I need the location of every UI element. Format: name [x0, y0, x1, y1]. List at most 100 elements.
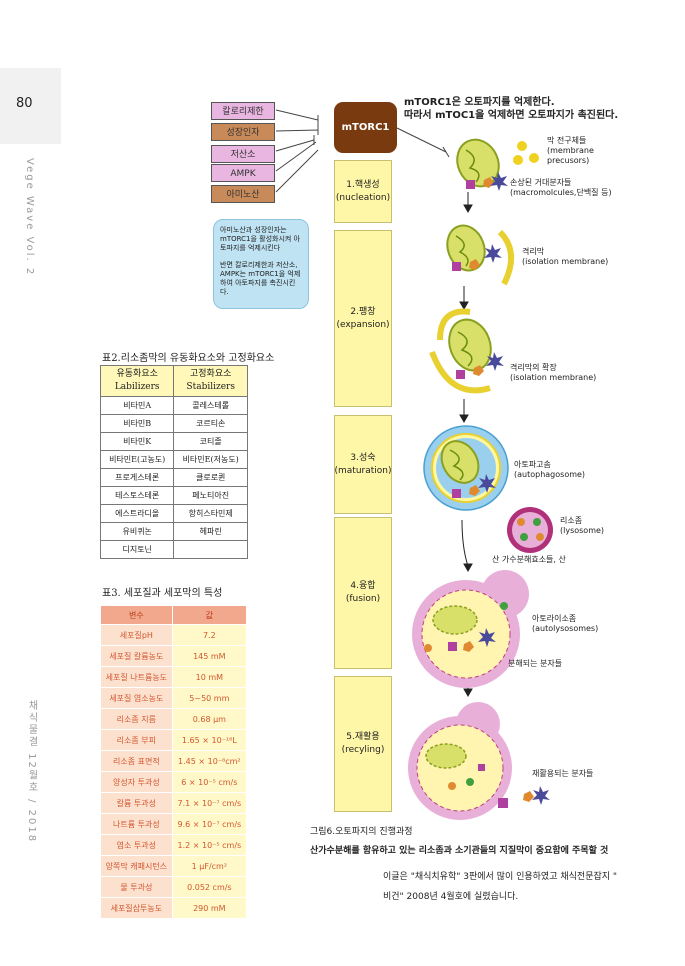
label-autolysosome: 아토라이소좀 (autolysosomes) — [532, 614, 599, 633]
note-box: 아미노산과 성장인자는 mTORC1을 활성화시켜 아토파지를 억제시킨다 반면… — [213, 219, 309, 309]
figure-caption-title: 그림6.오토파지의 진행과정 — [310, 827, 413, 837]
table-cell: 염소 투과성 — [100, 834, 173, 856]
table-cell: 코티졸 — [173, 432, 248, 451]
table-cell: 0.68 μm — [171, 708, 248, 730]
table2-title: 표2.리소좀막의 유동화요소와 고정화요소 — [102, 353, 275, 364]
autophagosome-cell — [423, 425, 509, 511]
table-cell: 콜레스테롤 — [173, 396, 248, 415]
stage-name-ko: 5.재활용 — [346, 732, 380, 742]
table-cell: 리소좀 지름 — [100, 708, 173, 730]
table-cell: 세포질삼투농도 — [100, 897, 173, 919]
label-autophagosome: 아토파고솜 (autophagosome) — [514, 460, 586, 479]
table-cell: 비타민K — [99, 432, 175, 451]
table-cell: 세포질 칼륨농도 — [100, 645, 173, 667]
table-cell: 7.2 — [171, 624, 248, 646]
label-degrading: 분해되는 분자들 — [508, 659, 563, 668]
table-cell: 비타민E(저농도) — [173, 450, 248, 469]
table-cell: 디지토닌 — [99, 540, 175, 559]
page-number-tab — [0, 68, 61, 144]
table-row: 비타민E(고농도)비타민E(저농도) — [99, 450, 248, 469]
table-cell: 리소좀 표면적 — [100, 750, 173, 772]
label-precursor: 막 전구체들 (membrane precusors) — [547, 136, 594, 165]
stage-box: 2.팽창 (expansion) — [334, 230, 392, 407]
table-cell: 비타민A — [99, 396, 175, 415]
stage-box: 4.융합 (fusion) — [334, 517, 392, 669]
table-cell: 양쪽막 캐패시턴스 — [100, 855, 173, 877]
table3-header-value: 값 — [171, 605, 248, 625]
table-cell: 0.052 cm/s — [171, 876, 248, 898]
regulator-box: AMPK — [211, 164, 275, 182]
table-cell: 유비퀴논 — [99, 522, 175, 541]
table-cell: 7.1 × 10⁻⁷ cm/s — [171, 792, 248, 814]
stage-box: 1.핵생성(nucleation) — [334, 160, 392, 223]
table-cell: 9.6 × 10⁻⁷ cm/s — [171, 813, 248, 835]
headline: mTORC1은 오토파지를 억제한다. 따라서 mTOC1을 억제하면 오토파지… — [404, 96, 618, 122]
note-paragraph-1: 아미노산과 성장인자는 mTORC1을 활성화시켜 아토파지를 억제시킨다 — [220, 226, 300, 252]
label-lysosome: 리소좀 (lysosome) — [560, 516, 605, 535]
table-cell: 비타민E(고농도) — [99, 450, 175, 469]
mtorc1-box: mTORC1 — [334, 102, 397, 153]
stage-name-en: (expansion) — [336, 319, 390, 330]
table-cell: 290 mM — [171, 897, 248, 919]
stage-name-en: (recyling) — [341, 745, 385, 755]
expanded-membrane-organelle — [429, 308, 504, 394]
table-cell: 에스트라디올 — [99, 504, 175, 523]
lysosome — [507, 507, 553, 553]
stage-name-ko: 3.성숙 — [350, 452, 376, 463]
table3-title: 표3. 세포질과 세포막의 특성 — [102, 588, 223, 599]
regulator-box: 성장인자 — [211, 123, 275, 141]
headline-line-1: mTORC1은 오토파지를 억제한다. — [404, 97, 555, 108]
table-cell: 1.65 × 10⁻¹⁶L — [171, 729, 248, 751]
table3-header-variable: 변수 — [100, 605, 173, 625]
headline-line-2: 따라서 mTOC1을 억제하면 오토파지가 촉진된다. — [404, 110, 619, 121]
table-cell: 5~50 mm — [171, 687, 248, 709]
stage-name-ko: 2.팽창 — [350, 306, 376, 317]
stage-name-ko: 4.융합 — [350, 581, 376, 591]
page-number: 80 — [16, 96, 33, 111]
recycling-cell — [408, 702, 550, 820]
table-cell: 세포질 염소농도 — [100, 687, 173, 709]
table-cell: 세포질pH — [100, 624, 173, 646]
table-cell: 1 μF/cm² — [171, 855, 248, 877]
table-cell: 양성자 투과성 — [100, 771, 173, 793]
stage-name-en: (nucleation) — [335, 192, 391, 203]
note-paragraph-2: 반면 칼로리제한과 저산소, AMPK는 mTORC1을 억제하여 아토파지를 … — [220, 261, 301, 296]
table-cell: 나트륨 투과성 — [100, 813, 173, 835]
credit-line-1: 이글은 "채식치유학" 3판에서 많이 인용하였고 채식전문잡지 " — [383, 872, 618, 882]
inhibition-lines — [275, 109, 450, 193]
table-cell: 세포질 나트륨농도 — [100, 666, 173, 688]
label-hydrolases: 산 가수분해효소들, 산 — [492, 555, 566, 564]
label-recycled: 재활용되는 분자들 — [532, 769, 594, 778]
regulator-box: 저산소 — [211, 145, 275, 163]
table-cell: 코르티손 — [173, 414, 248, 433]
credit-line-2: 비건" 2008년 4월호에 실렸습니다. — [383, 892, 519, 902]
running-head-bottom: 채식물결 12월호 / 2018 — [26, 700, 37, 844]
stage-box: 5.재활용 (recyling) — [334, 676, 392, 812]
label-membrane-expansion: 격리막의 확장 (isolation membrane) — [510, 363, 597, 382]
label-macromolecules: 손상된 거대분자들 (macromolcules,단백질 등) — [510, 178, 612, 197]
table-cell: 145 mM — [171, 645, 248, 667]
stage-box: 3.성숙(maturation) — [334, 415, 392, 514]
stage-name-en: (fusion) — [345, 594, 381, 604]
